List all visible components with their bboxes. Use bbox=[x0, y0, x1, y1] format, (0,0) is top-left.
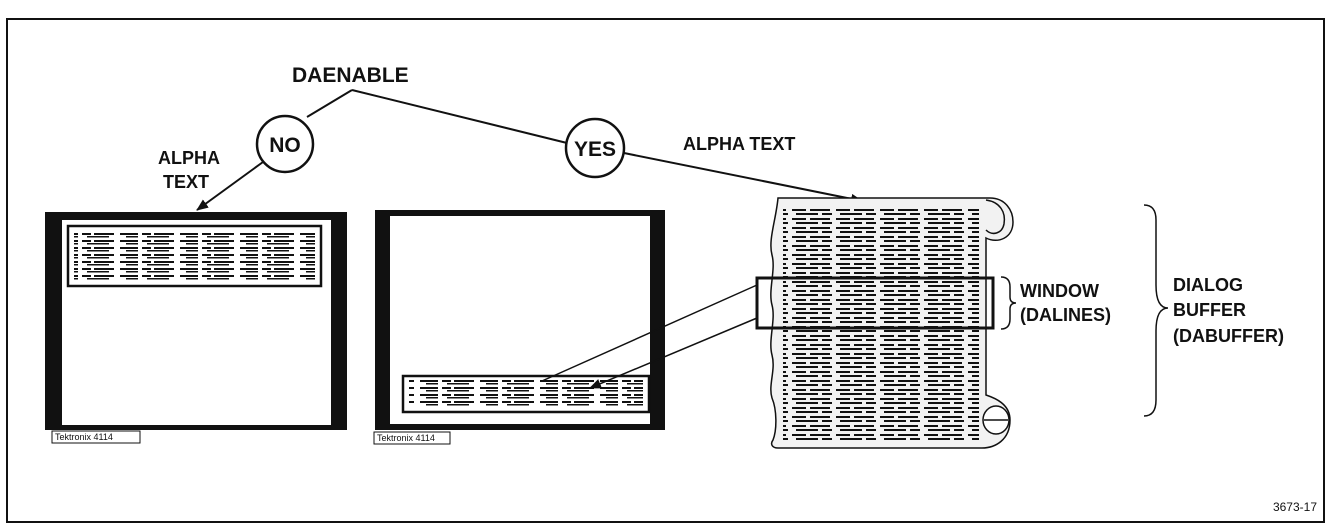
dialog-label: DIALOG bbox=[1173, 275, 1243, 295]
alpha-text-lines-bottom bbox=[409, 380, 643, 408]
window-projection-line bbox=[541, 284, 758, 382]
daenable-label: DAENABLE bbox=[292, 64, 409, 87]
no-branch-line bbox=[306, 89, 353, 118]
alpha-label: ALPHA bbox=[158, 148, 220, 168]
yes-label: YES bbox=[574, 138, 616, 161]
dialog-buffer-scroll bbox=[770, 197, 1014, 449]
terminal-screen-left bbox=[45, 212, 347, 430]
tektronix-brand-left: Tektronix 4114 bbox=[55, 432, 113, 442]
window-label: WINDOW bbox=[1020, 281, 1099, 301]
no-label: NO bbox=[269, 134, 301, 157]
text-label: TEXT bbox=[163, 172, 209, 192]
buffer-label: BUFFER bbox=[1173, 300, 1246, 320]
yes-branch-line bbox=[351, 89, 568, 144]
window-rectangle bbox=[755, 276, 995, 330]
terminal-screen-middle bbox=[375, 210, 665, 430]
alpha-text-label: ALPHA TEXT bbox=[683, 134, 795, 154]
figure-number: 3673-17 bbox=[1273, 500, 1317, 514]
dialog-buffer-brace bbox=[1143, 204, 1169, 417]
dabuffer-label: (DABUFFER) bbox=[1173, 326, 1284, 346]
yes-arrow bbox=[623, 152, 863, 204]
no-arrow bbox=[196, 161, 264, 211]
tektronix-brand-middle: Tektronix 4114 bbox=[377, 433, 435, 443]
alpha-text-lines bbox=[74, 232, 315, 280]
window-brace bbox=[1000, 276, 1017, 330]
window-to-screen-arrow bbox=[589, 317, 758, 389]
dalines-label: (DALINES) bbox=[1020, 305, 1111, 325]
buffer-text-lines bbox=[783, 206, 979, 440]
no-circle bbox=[255, 114, 315, 174]
yes-circle bbox=[564, 117, 626, 179]
